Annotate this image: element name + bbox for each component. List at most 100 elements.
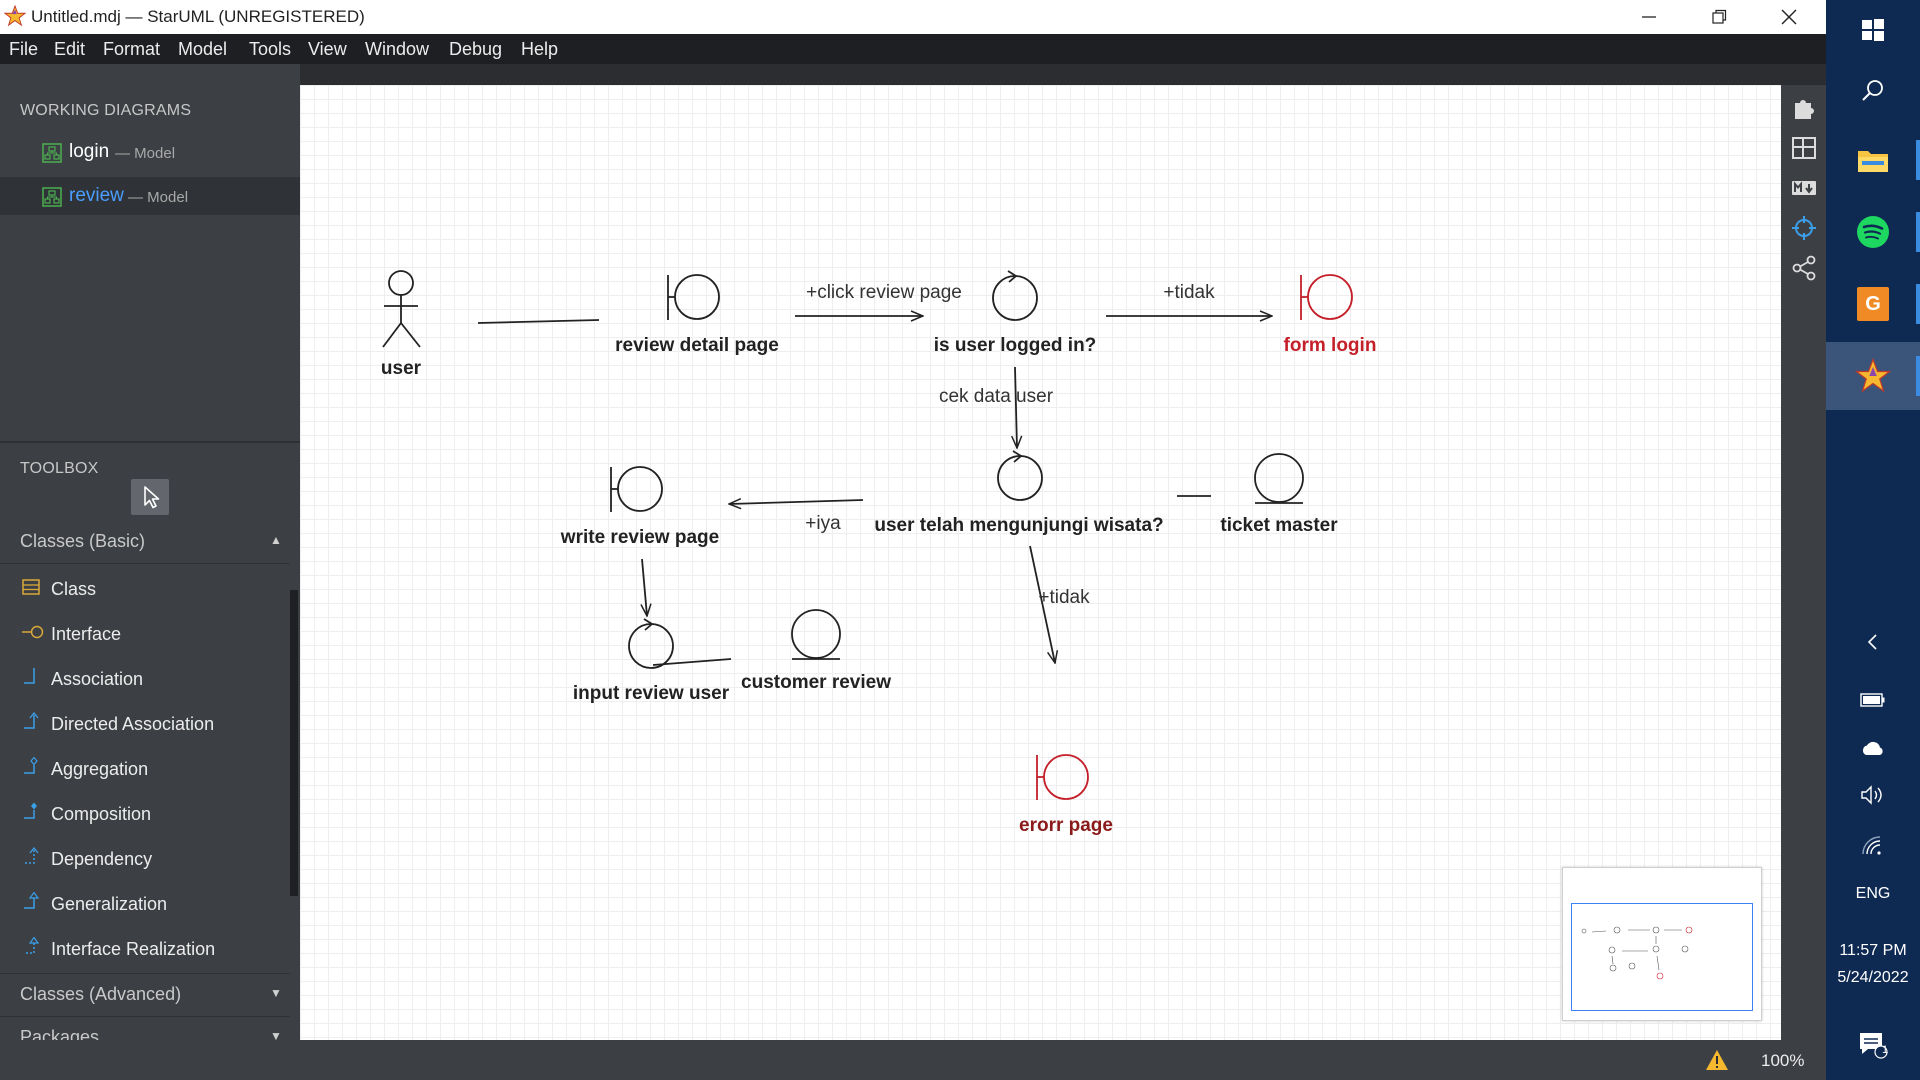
diagram-item-login[interactable]: login — Model — [0, 133, 300, 171]
search-button[interactable] — [1826, 60, 1920, 120]
edge-iya[interactable] — [729, 500, 864, 504]
menu-window[interactable]: Window — [365, 39, 430, 59]
staruml-taskbar-button[interactable] — [1826, 342, 1920, 410]
edge-input-customer[interactable] — [652, 658, 732, 666]
volume-button[interactable] — [1826, 775, 1920, 815]
restore-icon — [1712, 9, 1727, 24]
running-indicator — [1916, 212, 1920, 252]
title-bar: Untitled.mdj — StarUML (UNREGISTERED) — [0, 0, 1826, 34]
tool-interface-realization[interactable]: Interface Realization — [0, 927, 290, 972]
close-button[interactable] — [1754, 0, 1824, 34]
zoom-level[interactable]: 100% — [1761, 1051, 1805, 1070]
start-button[interactable] — [1826, 0, 1920, 60]
minimap-viewport[interactable] — [1571, 903, 1753, 1011]
extensions-icon[interactable] — [1791, 95, 1817, 121]
file-explorer-button[interactable] — [1826, 130, 1920, 190]
toolbox-title: TOOLBOX — [20, 460, 99, 477]
edge-cek-data[interactable] — [1015, 366, 1017, 448]
clock-date[interactable]: 5/24/2022 — [1837, 969, 1909, 986]
boundary-write-review[interactable] — [610, 466, 663, 512]
edge-tidak-error[interactable] — [1029, 545, 1055, 663]
category-packages[interactable]: Packages ▼ — [0, 1017, 290, 1042]
menu-tools[interactable]: Tools — [249, 39, 292, 59]
diagram-item-review[interactable]: review — Model — [0, 177, 300, 215]
onedrive-button[interactable] — [1826, 728, 1920, 768]
entity-ticket-master[interactable] — [1254, 453, 1304, 504]
label-write-review: write review page — [560, 527, 719, 548]
menu-model[interactable]: Model — [178, 39, 228, 59]
tool-label: Generalization — [51, 894, 168, 914]
generalization-icon — [24, 892, 40, 909]
spotify-icon — [1857, 216, 1889, 248]
show-hidden-icons-button[interactable] — [1826, 622, 1920, 662]
restore-button[interactable] — [1684, 0, 1754, 34]
tool-label: Dependency — [51, 849, 153, 869]
tool-association[interactable]: Association — [0, 657, 290, 702]
share-icon[interactable] — [1791, 255, 1817, 281]
boundary-review-detail[interactable] — [667, 274, 720, 320]
entity-customer-review[interactable] — [791, 609, 841, 660]
warning-icon[interactable] — [1705, 1049, 1729, 1071]
right-tool-strip — [1781, 85, 1826, 1040]
battery-button[interactable] — [1826, 680, 1920, 720]
association-icon — [24, 668, 35, 684]
label-edge-cek-data: cek data user — [939, 386, 1054, 407]
notifications-button[interactable]: 1 — [1826, 1020, 1920, 1070]
menu-edit[interactable]: Edit — [54, 39, 86, 59]
boundary-form-login[interactable] — [1300, 274, 1353, 320]
running-indicator — [1916, 356, 1920, 396]
tool-dependency[interactable]: Dependency — [0, 837, 290, 882]
spotify-button[interactable] — [1826, 202, 1920, 262]
minimap-preview — [1581, 926, 1693, 980]
tool-label: Interface — [51, 624, 122, 644]
menu-debug[interactable]: Debug — [449, 39, 503, 59]
control-logged-in[interactable] — [992, 270, 1038, 321]
actor-user[interactable] — [382, 270, 421, 348]
tool-composition[interactable]: Composition — [0, 792, 290, 837]
pdf-app-button[interactable]: G — [1826, 274, 1920, 334]
cloud-icon — [1862, 741, 1883, 755]
boundary-error-page[interactable] — [1036, 754, 1089, 800]
cursor-icon — [144, 486, 160, 509]
expand-down-icon: ▼ — [270, 1029, 282, 1042]
windows-taskbar: G ENG 11:57 PM 5/24/2022 1 — [1826, 0, 1920, 1080]
navigate-icon[interactable] — [1791, 215, 1817, 241]
language-indicator[interactable]: ENG — [1855, 885, 1891, 902]
notification-count: 1 — [1882, 1044, 1889, 1056]
network-button[interactable] — [1826, 825, 1920, 865]
status-bar: 100% — [0, 1040, 1826, 1080]
diagram-canvas[interactable]: user review detail page is user logged i… — [300, 85, 1781, 1040]
label-user: user — [381, 358, 422, 379]
toolbox-panel: TOOLBOX Classes (Basic) ▲ Class Interfac… — [0, 441, 300, 1042]
tool-directed-association[interactable]: Directed Association — [0, 702, 290, 747]
control-visited[interactable] — [997, 450, 1043, 501]
menu-file[interactable]: File — [9, 39, 39, 59]
toolbox-scrollbar[interactable] — [290, 590, 298, 896]
tool-class[interactable]: Class — [0, 567, 290, 612]
markdown-icon[interactable] — [1791, 175, 1817, 201]
search-icon — [1862, 80, 1883, 101]
menu-help[interactable]: Help — [521, 39, 559, 59]
category-classes-basic[interactable]: Classes (Basic) ▲ — [0, 521, 290, 564]
menu-view[interactable]: View — [308, 39, 347, 59]
menu-bar: File Edit Format Model Tools View Window… — [0, 34, 1826, 64]
clock-time[interactable]: 11:57 PM — [1839, 942, 1907, 959]
minimap[interactable] — [1562, 867, 1762, 1021]
label-edge-iya: +iya — [805, 513, 841, 534]
working-diagrams-panel: WORKING DIAGRAMS login — Model — [0, 64, 300, 441]
control-input-review[interactable] — [628, 618, 674, 669]
minimize-button[interactable] — [1614, 0, 1684, 34]
tool-generalization[interactable]: Generalization — [0, 882, 290, 927]
tool-aggregation[interactable]: Aggregation — [0, 747, 290, 792]
edge-user-review[interactable] — [477, 319, 600, 324]
interface-realization-icon — [24, 937, 40, 954]
select-tool-button[interactable] — [131, 479, 169, 515]
menu-format[interactable]: Format — [103, 39, 161, 59]
svg-text:G: G — [1865, 293, 1881, 315]
edge-write-input[interactable] — [642, 558, 647, 616]
tool-label: Composition — [51, 804, 152, 824]
layout-icon[interactable] — [1791, 135, 1817, 161]
tool-interface[interactable]: Interface — [0, 612, 290, 657]
aggregation-icon — [24, 757, 38, 774]
category-classes-advanced[interactable]: Classes (Advanced) ▼ — [0, 973, 290, 1017]
